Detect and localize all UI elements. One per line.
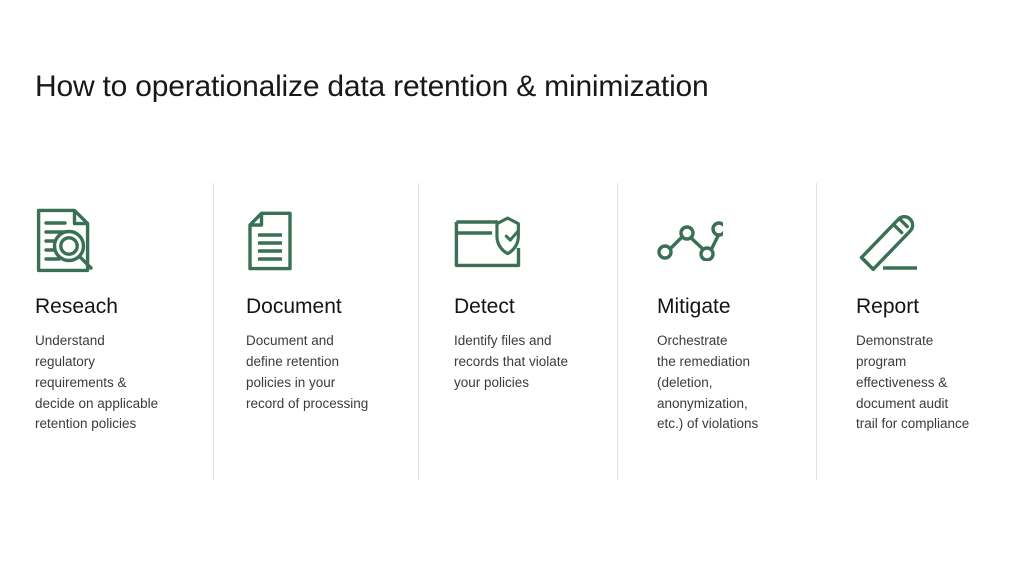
step-title: Document: [246, 295, 342, 318]
step-title: Mitigate: [657, 295, 731, 318]
step-description: Orchestrate the remediation (deletion, a…: [657, 333, 759, 432]
page-title: How to operationalize data retention & m…: [35, 70, 709, 104]
step-title: Detect: [454, 295, 515, 318]
node-graph-icon: [657, 205, 804, 277]
pencil-underline-icon: [856, 205, 1010, 277]
document-magnifier-icon: [35, 205, 197, 277]
step-description: Identify files and records that violate …: [454, 333, 569, 390]
folder-shield-check-icon: [454, 205, 603, 277]
step-column-document: Document Document and define retention p…: [213, 183, 418, 480]
document-lines-icon: [246, 205, 402, 277]
step-column-report: Report Demonstrate program effectiveness…: [816, 183, 1024, 480]
step-title: Reseach: [35, 295, 118, 318]
step-description: Understand regulatory requirements & dec…: [35, 333, 159, 432]
step-description: Document and define retention policies i…: [246, 333, 369, 411]
step-description: Demonstrate program effectiveness & docu…: [856, 333, 970, 432]
step-column-research: Reseach Understand regulatory requiremen…: [0, 183, 213, 480]
step-column-detect: Detect Identify files and records that v…: [418, 183, 617, 480]
step-title: Report: [856, 295, 920, 318]
steps-row: Reseach Understand regulatory requiremen…: [0, 183, 1024, 480]
step-column-mitigate: Mitigate Orchestrate the remediation (de…: [617, 183, 816, 480]
